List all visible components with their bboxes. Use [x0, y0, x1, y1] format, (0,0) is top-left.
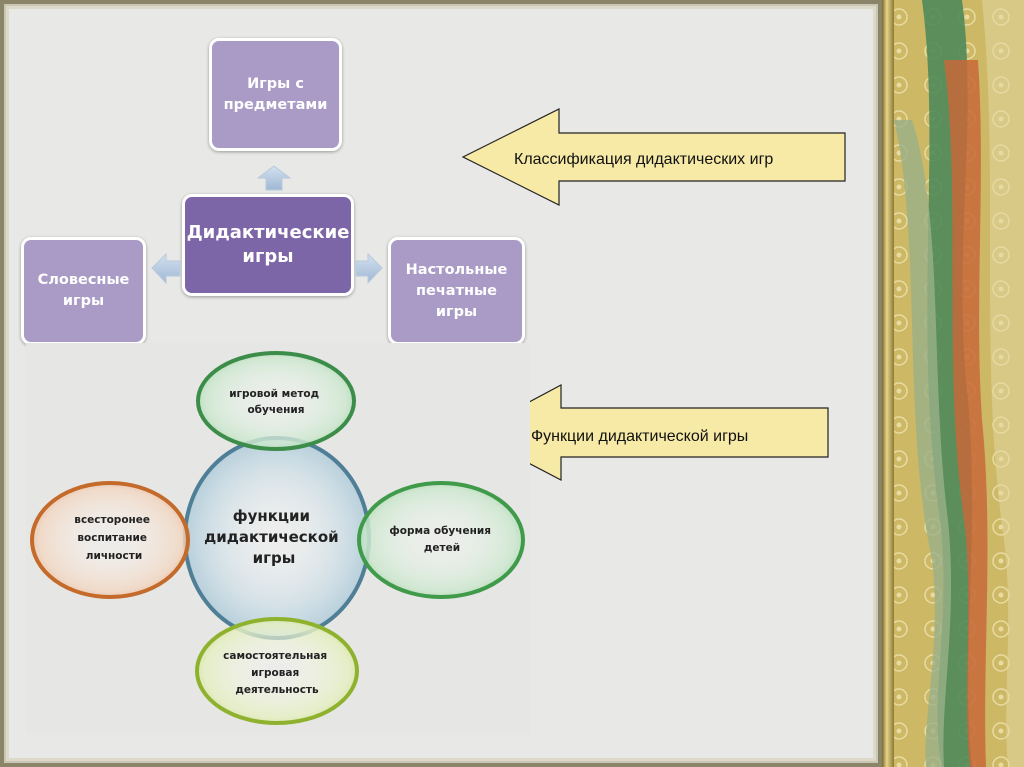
function-bottom-line-1: самостоятельная — [223, 650, 327, 662]
function-right-line-2: детей — [424, 542, 460, 554]
decorative-border — [882, 0, 1024, 767]
function-left-label: всесторонее воспитание личности — [74, 514, 153, 562]
callout-label-functions: Функции дидактической игры — [531, 428, 748, 445]
function-top-line-1: игровой метод — [229, 388, 319, 400]
function-center-line-1: функции — [233, 507, 310, 525]
function-right-label: форма обучения детей — [389, 525, 494, 554]
box-games-with-objects: Игры с предметами — [209, 38, 342, 151]
oval-function-left — [30, 481, 190, 599]
decorative-pattern — [882, 0, 1024, 767]
connector-arrow-left — [151, 252, 181, 285]
callout-label-classification: Классификация дидактических игр — [514, 151, 773, 168]
function-center-line-3: игры — [253, 549, 296, 567]
functions-diagram: функции дидактической игры игровой метод… — [26, 343, 530, 733]
function-top-label: игровой метод обучения — [229, 388, 323, 416]
function-left-line-1: всесторонее — [74, 514, 150, 526]
function-left-line-2: воспитание — [77, 532, 147, 544]
box-didactic-games: Дидактические игры — [182, 194, 354, 296]
function-bottom-line-2: игровая — [251, 667, 299, 679]
connector-arrow-right — [355, 252, 383, 285]
connector-arrow-up — [256, 165, 292, 191]
function-top-line-2: обучения — [247, 404, 304, 416]
function-bottom-line-3: деятельность — [235, 684, 319, 696]
oval-function-top — [196, 351, 356, 451]
oval-function-right — [357, 481, 525, 599]
function-center-line-2: дидактической — [204, 528, 339, 546]
function-bottom-label: самостоятельная игровая деятельность — [223, 650, 331, 696]
function-left-line-3: личности — [86, 550, 142, 562]
function-center-label: функции дидактической игры — [204, 507, 344, 567]
oval-function-bottom — [195, 617, 359, 725]
box-verbal-games: Словесные игры — [21, 237, 146, 345]
function-right-line-1: форма обучения — [389, 525, 491, 537]
callout-arrow-classification — [461, 108, 846, 206]
callout-arrow-functions — [469, 384, 829, 481]
